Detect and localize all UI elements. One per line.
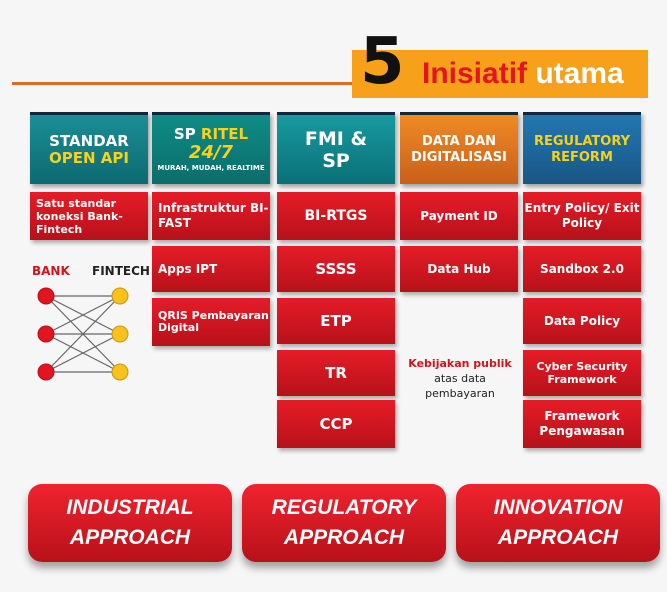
header-line: DIGITALISASI: [411, 149, 507, 165]
item-data-policy: Data Policy: [523, 298, 641, 344]
title-underline: [12, 82, 354, 85]
header-regulatory-reform: REGULATORY REFORM: [523, 112, 641, 184]
title-text: Inisiatif utama: [422, 54, 624, 94]
header-line: DATA DAN: [421, 133, 497, 149]
item-qris: QRIS Pembayaran Digital: [152, 298, 270, 346]
item-entry-exit-policy: Entry Policy/ Exit Policy: [523, 192, 641, 240]
fintech-label: FINTECH: [92, 264, 150, 278]
item-etp: ETP: [277, 298, 395, 344]
note-highlight: Kebijakan publik: [408, 357, 512, 370]
fintech-node: [111, 325, 129, 343]
header-line: 24/7: [188, 142, 234, 163]
header-line: SP: [322, 149, 350, 172]
fintech-node: [111, 287, 129, 305]
header-part: SP: [173, 125, 196, 143]
title-word-1: Inisiatif: [422, 57, 528, 90]
item-tr: TR: [277, 350, 395, 396]
title-word-2: utama: [535, 57, 624, 90]
header-line: SP RITEL: [174, 126, 248, 143]
item-standar-koneksi: Satu standar koneksi Bank-Fintech: [30, 192, 148, 240]
item-payment-id: Payment ID: [400, 192, 518, 240]
bank-node: [37, 363, 55, 381]
bank-fintech-network: [37, 287, 129, 381]
item-sandbox: Sandbox 2.0: [523, 246, 641, 292]
item-ssss: SSSS: [277, 246, 395, 292]
header-line: STANDAR: [49, 131, 129, 150]
header-subline: MURAH, MUDAH, REALTIME: [157, 164, 265, 172]
header-part: RITEL: [200, 125, 249, 143]
item-apps-ipt: Apps IPT: [152, 246, 270, 292]
title-banner: [352, 50, 648, 98]
header-line: OPEN API: [49, 148, 129, 167]
approach-regulatory: REGULATORY APPROACH: [242, 484, 446, 562]
note-text: atas data pembayaran: [425, 372, 495, 400]
item-data-hub: Data Hub: [400, 246, 518, 292]
item-bi-rtgs: BI-RTGS: [277, 192, 395, 240]
header-standar-open-api: STANDAR OPEN API: [30, 112, 148, 184]
bank-node: [37, 287, 55, 305]
item-cyber-security: Cyber Security Framework: [523, 350, 641, 396]
fintech-node: [111, 363, 129, 381]
item-ccp: CCP: [277, 400, 395, 448]
header-data-digitalisasi: DATA DAN DIGITALISASI: [400, 112, 518, 184]
kebijakan-note: Kebijakan publik atas data pembayaran: [400, 356, 520, 401]
bank-label: BANK: [32, 264, 70, 278]
item-bi-fast: Infrastruktur BI-FAST: [152, 192, 270, 240]
bank-node: [37, 325, 55, 343]
item-framework-pengawasan: Framework Pengawasan: [523, 400, 641, 448]
header-line: REGULATORY: [533, 133, 631, 149]
header-fmi-sp: FMI & SP: [277, 112, 395, 184]
approach-innovation: INNOVATION APPROACH: [456, 484, 660, 562]
header-sp-ritel: SP RITEL 24/7 MURAH, MUDAH, REALTIME: [152, 112, 270, 184]
header-line: REFORM: [551, 149, 613, 165]
title-number: 5: [360, 25, 405, 99]
approach-industrial: INDUSTRIAL APPROACH: [28, 484, 232, 562]
header-line: FMI &: [304, 127, 368, 150]
